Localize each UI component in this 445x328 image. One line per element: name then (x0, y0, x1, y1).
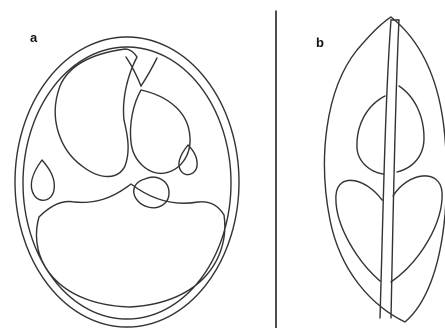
upper-right-chamber (397, 86, 424, 172)
upper-notch (126, 57, 141, 86)
upper-notch-right (141, 58, 157, 86)
right-upper-lobe (130, 90, 190, 173)
panel-a-drawing (15, 37, 239, 327)
round-body (134, 177, 169, 208)
lower-right-chamber (391, 176, 442, 282)
panel-label-b: b (316, 36, 324, 49)
upper-left-chamber (357, 96, 385, 174)
lower-left-chamber (336, 180, 382, 281)
central-rod-left (380, 20, 391, 318)
panel-b-drawing (324, 17, 445, 322)
right-small-vesicle (179, 145, 197, 175)
left-small-vesicle (31, 160, 54, 200)
panel-label-a: a (30, 31, 37, 44)
left-upper-lobe (55, 49, 137, 177)
central-rod-right (391, 20, 399, 318)
outer-wall-outer (15, 37, 239, 327)
inner-chamber (36, 184, 224, 307)
